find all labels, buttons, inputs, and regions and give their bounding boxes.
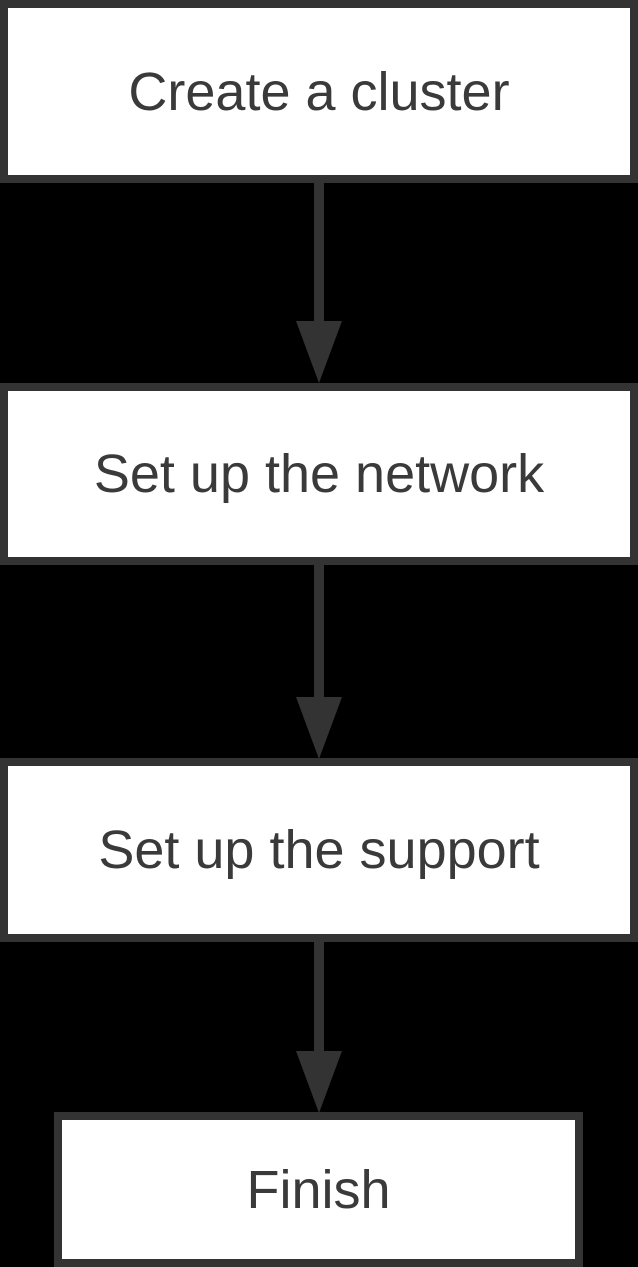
node-label-finish: Finish xyxy=(246,1159,391,1220)
node-label-create-cluster: Create a cluster xyxy=(128,61,510,122)
flowchart-node-finish: Finish xyxy=(54,1112,583,1267)
flowchart-node-create-cluster: Create a cluster xyxy=(0,0,638,183)
connector-line-2 xyxy=(314,565,324,697)
arrow-down-icon xyxy=(296,321,342,383)
flowchart-node-setup-support: Set up the support xyxy=(0,758,638,942)
flowchart-node-setup-network: Set up the network xyxy=(0,383,638,565)
node-label-setup-network: Set up the network xyxy=(93,444,545,504)
connector-line-1 xyxy=(314,183,324,321)
node-label-setup-support: Set up the support xyxy=(98,820,540,880)
arrow-down-icon xyxy=(296,1051,342,1113)
arrow-down-icon xyxy=(296,697,342,759)
connector-line-3 xyxy=(314,942,324,1051)
